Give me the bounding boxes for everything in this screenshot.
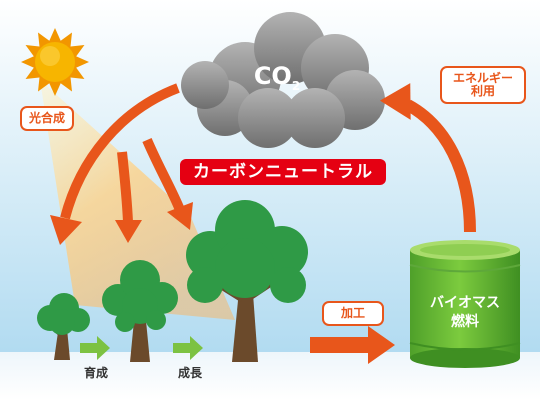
energy-use-label: エネルギー 利用: [440, 66, 526, 105]
growth-arrow-1: [80, 336, 110, 360]
process-arrow: [310, 326, 395, 364]
arrow-head-1: [50, 215, 82, 245]
energy-arrow: [404, 99, 476, 233]
growth-label-2: 成長: [177, 366, 202, 380]
sun-icon: [21, 28, 89, 96]
co2-cloud: [181, 12, 385, 148]
biomass-barrel: [409, 240, 521, 368]
biomass-fuel-label: バイオマス 燃料: [430, 295, 500, 330]
co2-label: CO2: [253, 62, 301, 93]
medium-tree: [102, 260, 178, 362]
carbon-neutral-title: カーボンニュートラル: [180, 159, 386, 185]
arrow-head-3: [167, 202, 193, 230]
small-tree: [37, 293, 90, 360]
processing-label: 加工: [322, 301, 384, 327]
sunlight-beam: [40, 80, 235, 320]
photosynthesis-label: 光合成: [20, 106, 75, 132]
growth-label-1: 育成: [83, 366, 108, 380]
big-tree: [186, 200, 308, 362]
arrow-head-2: [115, 220, 142, 243]
energy-arrow-head: [379, 83, 411, 120]
growth-arrow-2: [173, 336, 203, 360]
photosynthesis-arrows: [60, 83, 185, 223]
